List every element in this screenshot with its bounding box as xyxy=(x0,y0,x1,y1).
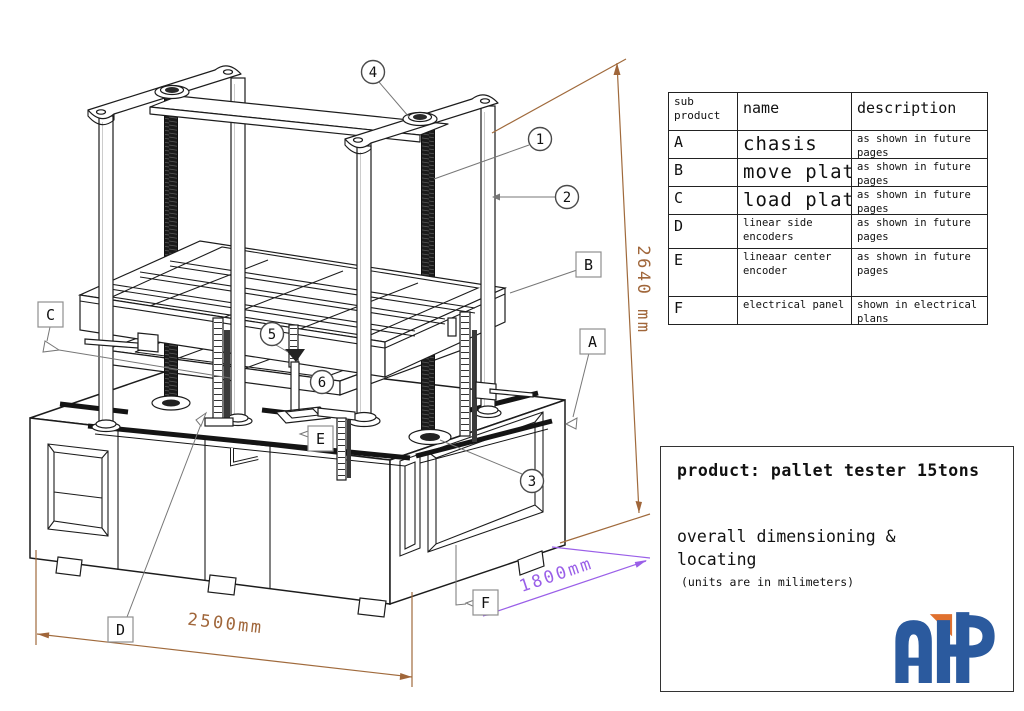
table-cell: F xyxy=(669,297,738,324)
balloon-3 xyxy=(519,468,545,494)
table-cell: linear side encoders xyxy=(738,215,852,248)
balloon-4-label: 4 xyxy=(369,65,377,81)
table-row-d: D linear side encoders as shown in futur… xyxy=(669,215,987,249)
sub-product-table: sub product name description A chasis as… xyxy=(668,92,988,325)
product-title: product: pallet tester 15tons xyxy=(677,461,980,480)
table-cell: lineaar center encoder xyxy=(738,249,852,296)
label-A: A xyxy=(588,333,597,351)
table-cell: chasis xyxy=(738,131,852,158)
base-window-left xyxy=(47,443,109,537)
table-header-row: sub product name description xyxy=(669,93,987,131)
table-cell: C xyxy=(669,187,738,214)
table-row-b: B move plate as shown in future pages xyxy=(669,159,987,187)
label-box-A xyxy=(579,328,606,355)
header-description: description xyxy=(857,99,957,117)
linear-side-encoder-left xyxy=(84,317,234,427)
header-name: name xyxy=(738,93,852,130)
table-cell: B xyxy=(669,159,738,186)
linear-side-encoder-right xyxy=(447,311,534,442)
sheet-subtitle: overall dimensioning & locating xyxy=(677,527,896,570)
table-cell: move plate xyxy=(738,159,852,186)
label-box-C xyxy=(37,301,64,328)
table-row-f: F electrical panel shown in electrical p… xyxy=(669,297,987,324)
screw-mounts xyxy=(154,84,438,127)
dimension-height-2640: 2640 mm xyxy=(491,58,653,544)
screw-flanges xyxy=(151,395,452,446)
table-cell: as shown in future pages xyxy=(857,217,971,243)
balloon-3-label: 3 xyxy=(528,474,536,490)
move-plate xyxy=(87,65,499,155)
balloon-2-label: 2 xyxy=(563,190,571,206)
balloon-2 xyxy=(554,184,580,210)
label-B: B xyxy=(584,256,593,274)
table-cell: as shown in future pages xyxy=(857,251,971,277)
linear-center-encoder xyxy=(230,324,356,481)
base-window-right xyxy=(399,411,544,557)
table-row-a: A chasis as shown in future pages xyxy=(669,131,987,159)
table-cell: D xyxy=(669,215,738,248)
label-D: D xyxy=(116,621,125,639)
table-cell: as shown in future pages xyxy=(857,161,971,186)
table-cell: A xyxy=(669,131,738,158)
label-box-F xyxy=(472,589,499,616)
table-cell: load plate xyxy=(738,187,852,214)
callout-balloons: 1 2 3 4 5 6 xyxy=(259,59,580,494)
balloon-5 xyxy=(259,321,285,347)
units-note: (units are in milimeters) xyxy=(681,575,855,589)
base-feet xyxy=(55,550,545,618)
dim-height-label: 2640 mm xyxy=(633,245,653,334)
balloon-1 xyxy=(527,126,553,152)
ahp-logo xyxy=(889,607,1001,689)
balloon-6 xyxy=(309,369,335,395)
logo-letter-a xyxy=(895,620,932,683)
label-C: C xyxy=(46,306,55,324)
table-row-e: E lineaar center encoder as shown in fut… xyxy=(669,249,987,297)
balloon-1-label: 1 xyxy=(536,132,544,148)
dim-width-label: 2500mm xyxy=(186,610,264,639)
logo-orange-wedge xyxy=(929,614,953,637)
label-box-E xyxy=(307,425,334,452)
header-sub-product: sub product xyxy=(669,93,738,130)
table-cell: shown in electrical plans xyxy=(857,299,978,324)
logo-letters-hp xyxy=(936,612,995,683)
table-cell: as shown in future pages xyxy=(857,189,971,214)
label-box-D xyxy=(107,616,134,643)
label-F: F xyxy=(481,594,490,612)
balloon-6-label: 6 xyxy=(318,375,326,391)
balloon-5-label: 5 xyxy=(268,327,276,343)
callout-letter-boxes: A B C D E F xyxy=(37,251,606,643)
table-cell: electrical panel xyxy=(738,297,852,324)
table-cell: as shown in future pages xyxy=(857,133,971,158)
label-E: E xyxy=(316,430,325,448)
balloon-4 xyxy=(360,59,386,85)
title-block: product: pallet tester 15tons overall di… xyxy=(660,446,1014,692)
callout-leaders xyxy=(42,81,590,618)
label-box-B xyxy=(575,251,602,278)
guide-columns xyxy=(91,77,502,433)
table-row-c: C load plate as shown in future pages xyxy=(669,187,987,215)
table-cell: E xyxy=(669,249,738,296)
